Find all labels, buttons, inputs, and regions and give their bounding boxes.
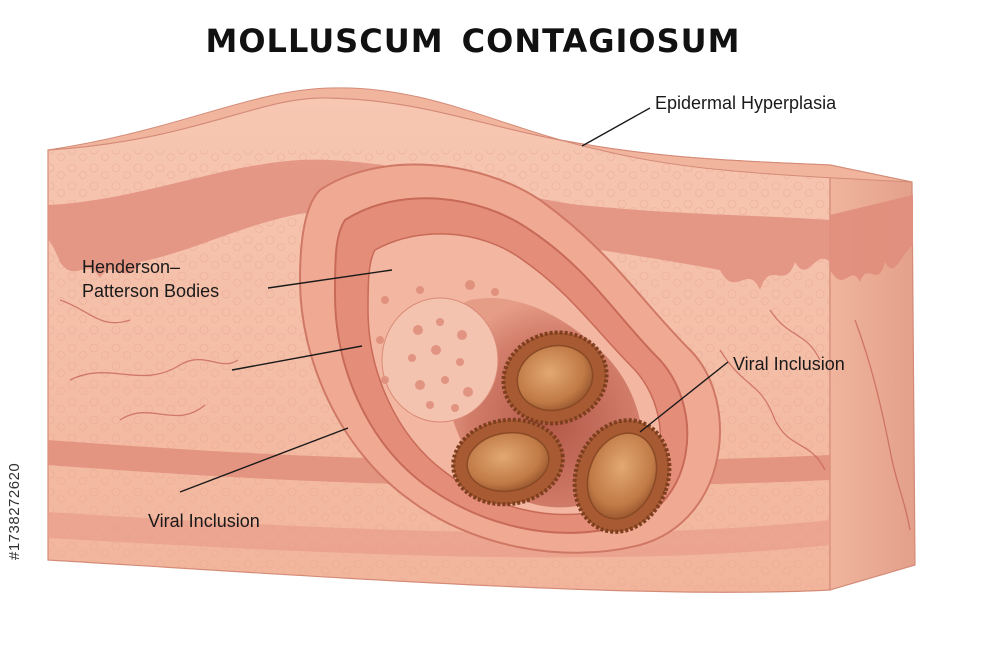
epidermal-band xyxy=(48,159,830,290)
label-viral-inclusion-left: Viral Inclusion xyxy=(148,511,260,531)
blood-vessels xyxy=(59,299,911,531)
leader-viral-right xyxy=(639,361,729,433)
label-viral-inclusion-right: Viral Inclusion xyxy=(733,354,845,374)
molluscum-body-top xyxy=(501,330,609,426)
molluscum-body-right xyxy=(572,418,672,534)
leader-epidermal xyxy=(581,107,651,147)
leader-henderson-2 xyxy=(231,345,363,371)
molluscum-body-left xyxy=(451,417,565,507)
label-henderson-line2: Patterson Bodies xyxy=(82,281,220,301)
label-henderson-line1: Henderson– xyxy=(82,257,181,277)
leader-viral-left xyxy=(179,427,349,493)
stock-image-id: #1738272620 xyxy=(6,462,23,560)
leader-henderson xyxy=(267,269,393,289)
page-title: MOLLUSCUM CONTAGIOSUM xyxy=(205,22,741,60)
side-rete-layer xyxy=(830,195,913,282)
lesion-core xyxy=(381,297,499,423)
epidermis-surface xyxy=(47,87,913,183)
leader-lines xyxy=(179,107,729,493)
label-epidermal-hyperplasia: Epidermal Hyperplasia xyxy=(655,93,837,113)
inclusion-dots xyxy=(376,280,499,412)
